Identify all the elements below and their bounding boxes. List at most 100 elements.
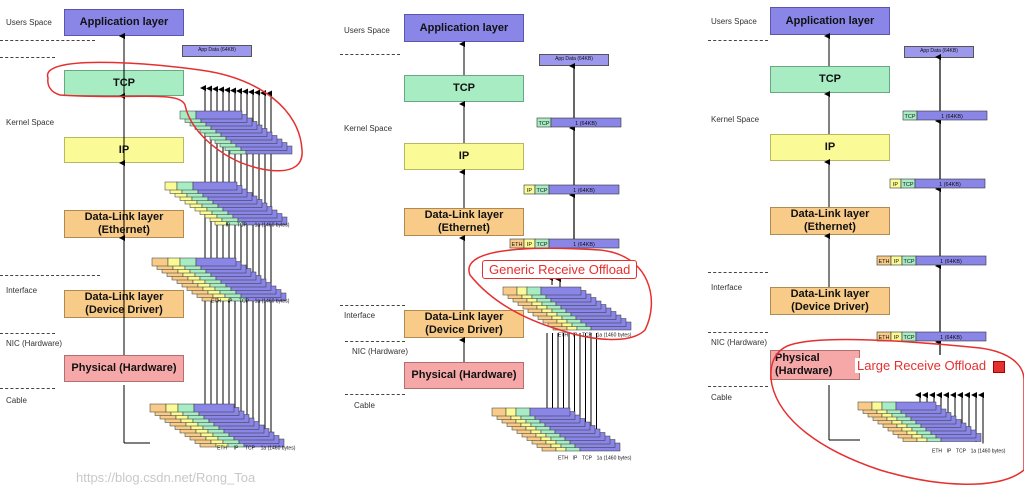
nic-label: NIC (Hardware) <box>6 339 63 348</box>
packet-segment <box>545 428 561 438</box>
packet-segment <box>220 128 268 137</box>
packet-segment <box>911 429 923 439</box>
packet-segment <box>906 426 918 435</box>
packet-segment <box>184 261 202 270</box>
packet-segment <box>230 135 278 144</box>
payload-cell <box>548 238 620 249</box>
packet-segment <box>215 124 263 134</box>
cable-label: Cable <box>6 396 27 405</box>
packet-segment <box>228 428 270 437</box>
divider <box>708 386 768 387</box>
packet-segment <box>164 181 178 191</box>
packet-segment <box>177 264 191 274</box>
packet-segment <box>219 138 237 148</box>
header-cell-label: TCP <box>537 242 548 248</box>
packet-segment <box>902 433 918 442</box>
packet-segment <box>886 412 898 421</box>
packet-segment <box>179 110 197 120</box>
packet-segment <box>240 289 282 298</box>
packet-segment <box>205 431 219 441</box>
datalink-driver-line2: (Device Driver) <box>85 304 163 316</box>
packet-segment <box>891 408 907 418</box>
packet-segment <box>926 433 942 442</box>
packet-segment <box>547 318 563 327</box>
packet-field-label: 1a (1460 bytes) <box>255 299 290 305</box>
packet-segment <box>197 278 211 288</box>
divider <box>708 332 768 333</box>
packet-segment <box>521 428 537 438</box>
packet-segment <box>189 117 207 127</box>
packet-segment <box>187 271 201 281</box>
packet-segment <box>590 321 632 331</box>
packet-segment <box>200 428 214 437</box>
packet-segment <box>181 278 199 288</box>
payload-label: 1 (64KB) <box>939 182 961 188</box>
header-cell <box>876 255 892 266</box>
tcp-layer: TCP <box>404 75 524 102</box>
payload-cell <box>915 331 987 342</box>
packet-field-label: TCP <box>582 333 593 339</box>
packet-segment <box>213 417 255 427</box>
lro-callout: Large Receive Offload <box>855 358 989 373</box>
packet-segment <box>181 185 199 194</box>
packet-segment <box>522 300 538 310</box>
datalink-ethernet-line1: Data-Link layer <box>790 208 870 220</box>
packet-segment <box>161 264 179 274</box>
packet-segment <box>182 268 196 277</box>
packet-segment <box>197 417 215 427</box>
header-cell <box>534 184 550 195</box>
packet-segment <box>935 429 977 439</box>
packet-field-label: TCP <box>245 446 256 452</box>
packet-segment <box>169 417 187 427</box>
packet-segment <box>527 304 543 313</box>
divider <box>0 57 55 58</box>
application-layer: Application layer <box>64 9 184 36</box>
packet-segment <box>502 286 518 296</box>
packet-segment <box>892 426 908 435</box>
packet-segment <box>224 289 242 298</box>
packet-segment <box>205 117 253 127</box>
packet-segment <box>196 289 214 298</box>
ip-layer: IP <box>64 137 184 163</box>
datalink-ethernet-line1: Data-Link layer <box>84 211 164 223</box>
divider <box>340 305 405 306</box>
header-cell-label: IP <box>894 259 900 265</box>
header-cell <box>509 238 525 249</box>
datalink-ethernet-line2: (Ethernet) <box>98 224 150 236</box>
packet-field-label: 1a (1460 bytes) <box>255 223 290 229</box>
packet-segment <box>242 216 288 226</box>
packet-segment <box>585 318 627 327</box>
packet-segment <box>225 278 267 288</box>
packet-segment <box>202 421 220 430</box>
packet-segment <box>226 216 244 226</box>
packet-segment <box>555 297 597 306</box>
header-cell-label: TCP <box>904 259 915 265</box>
packet-segment <box>525 414 541 424</box>
packet-segment <box>171 271 189 281</box>
packet-segment <box>193 403 235 413</box>
packet-segment <box>177 403 195 413</box>
packet-segment <box>930 426 972 435</box>
physical-layer: Physical(Hardware) <box>770 350 860 380</box>
datalink-driver-layer: Data-Link layer(Device Driver) <box>64 290 184 318</box>
packet-segment <box>186 282 204 291</box>
header-cell-label: IP <box>893 182 899 188</box>
packet-segment <box>207 285 221 295</box>
packet-segment <box>512 293 528 303</box>
packet-segment <box>857 401 873 411</box>
packet-segment <box>209 213 223 222</box>
packet-segment <box>176 275 194 284</box>
packet-segment <box>559 428 601 438</box>
packet-segment <box>214 282 232 291</box>
packet-segment <box>154 407 172 416</box>
packet-segment <box>540 432 552 441</box>
watermark: https://blog.csdn.net/Rong_Toa <box>76 470 256 485</box>
packet-segment <box>554 425 596 434</box>
packet-segment <box>555 442 567 452</box>
ip-layer: IP <box>404 143 524 170</box>
packet-segment <box>895 401 937 411</box>
header-cell <box>523 184 536 195</box>
packet-segment <box>237 213 283 222</box>
lro-marker-icon <box>993 361 1005 373</box>
